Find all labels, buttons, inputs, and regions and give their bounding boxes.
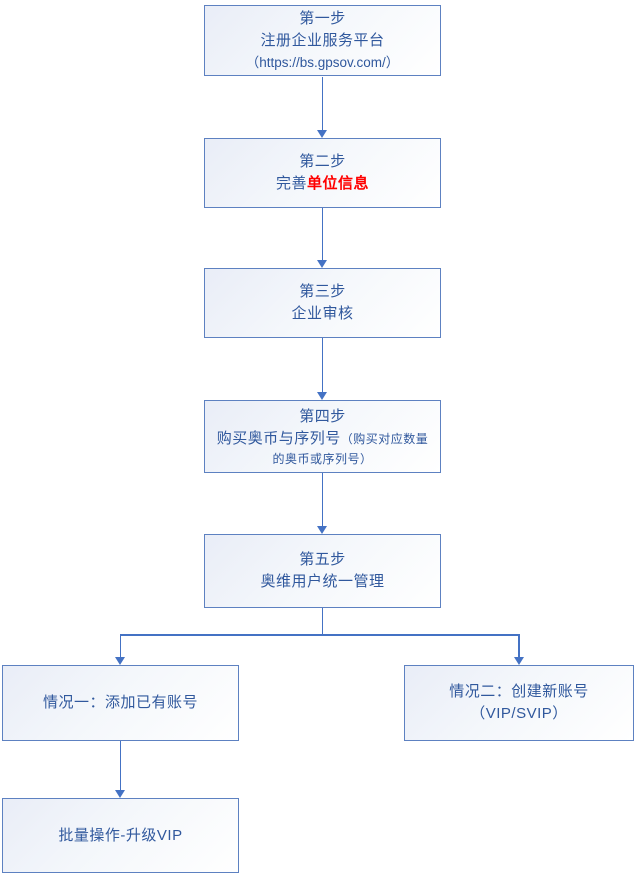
batch-upgrade-box: 批量操作-升级VIP [2,798,239,873]
connector-step1-step2-line [321,77,324,130]
step5-text: 奥维用户统一管理 [260,573,385,590]
step4-text-main: 购买奥币与序列号 [216,429,341,447]
branch-left-drop-line [119,634,122,657]
step1-title: 第一步 [299,9,346,27]
branch-stub-line [321,608,324,635]
connector-step3-step4-arrowhead-icon [317,392,327,400]
connector-step1-step2-arrowhead-icon [317,130,327,138]
branch-right-arrowhead-icon [514,657,524,665]
step5-title: 第五步 [299,551,346,568]
step1-box: 第一步 注册企业服务平台 （https://bs.gpsov.com/） [204,5,441,76]
case2-subtext: （VIP/SVIP） [470,705,568,722]
case2-box: 情况二：创建新账号 （VIP/SVIP） [404,665,634,741]
branch-horizontal-line [119,634,520,636]
step4-text: 购买奥币与序列号（购买对应数量 [217,428,429,450]
step3-text: 企业审核 [291,305,354,322]
connector-step4-step5-line [321,473,324,526]
connector-step2-step3-line [321,208,324,260]
step4-note-part1: （购买对应数量 [340,431,429,446]
step2-box: 第二步 完善单位信息 [204,138,441,208]
step2-text-highlight: 单位信息 [307,175,370,192]
case1-text: 情况一：添加已有账号 [42,694,198,711]
step4-note-part2: 的奥币或序列号） [272,451,373,466]
step3-box: 第三步 企业审核 [204,268,441,338]
step4-title: 第四步 [299,407,346,425]
branch-left-arrowhead-icon [115,657,125,665]
step1-text: 注册企业服务平台 [260,31,385,49]
connector-case1-batch-line [119,741,122,790]
connector-step3-step4-line [321,338,324,392]
connector-step2-step3-arrowhead-icon [317,260,327,268]
batch-upgrade-text: 批量操作-升级VIP [58,826,183,844]
step2-text: 完善单位信息 [276,173,369,195]
case2-text: 情况二：创建新账号 [449,683,589,700]
branch-right-drop-line [518,634,520,657]
connector-case1-batch-arrowhead-icon [115,790,125,798]
step1-url: （https://bs.gpsov.com/） [245,54,400,70]
connector-step4-step5-arrowhead-icon [317,526,327,534]
case1-box: 情况一：添加已有账号 [2,665,239,741]
step5-box: 第五步 奥维用户统一管理 [204,534,441,608]
step2-title: 第二步 [299,153,346,170]
step4-box: 第四步 购买奥币与序列号（购买对应数量 的奥币或序列号） [204,400,441,473]
step2-text-normal: 完善 [275,175,307,192]
step3-title: 第三步 [299,283,346,300]
